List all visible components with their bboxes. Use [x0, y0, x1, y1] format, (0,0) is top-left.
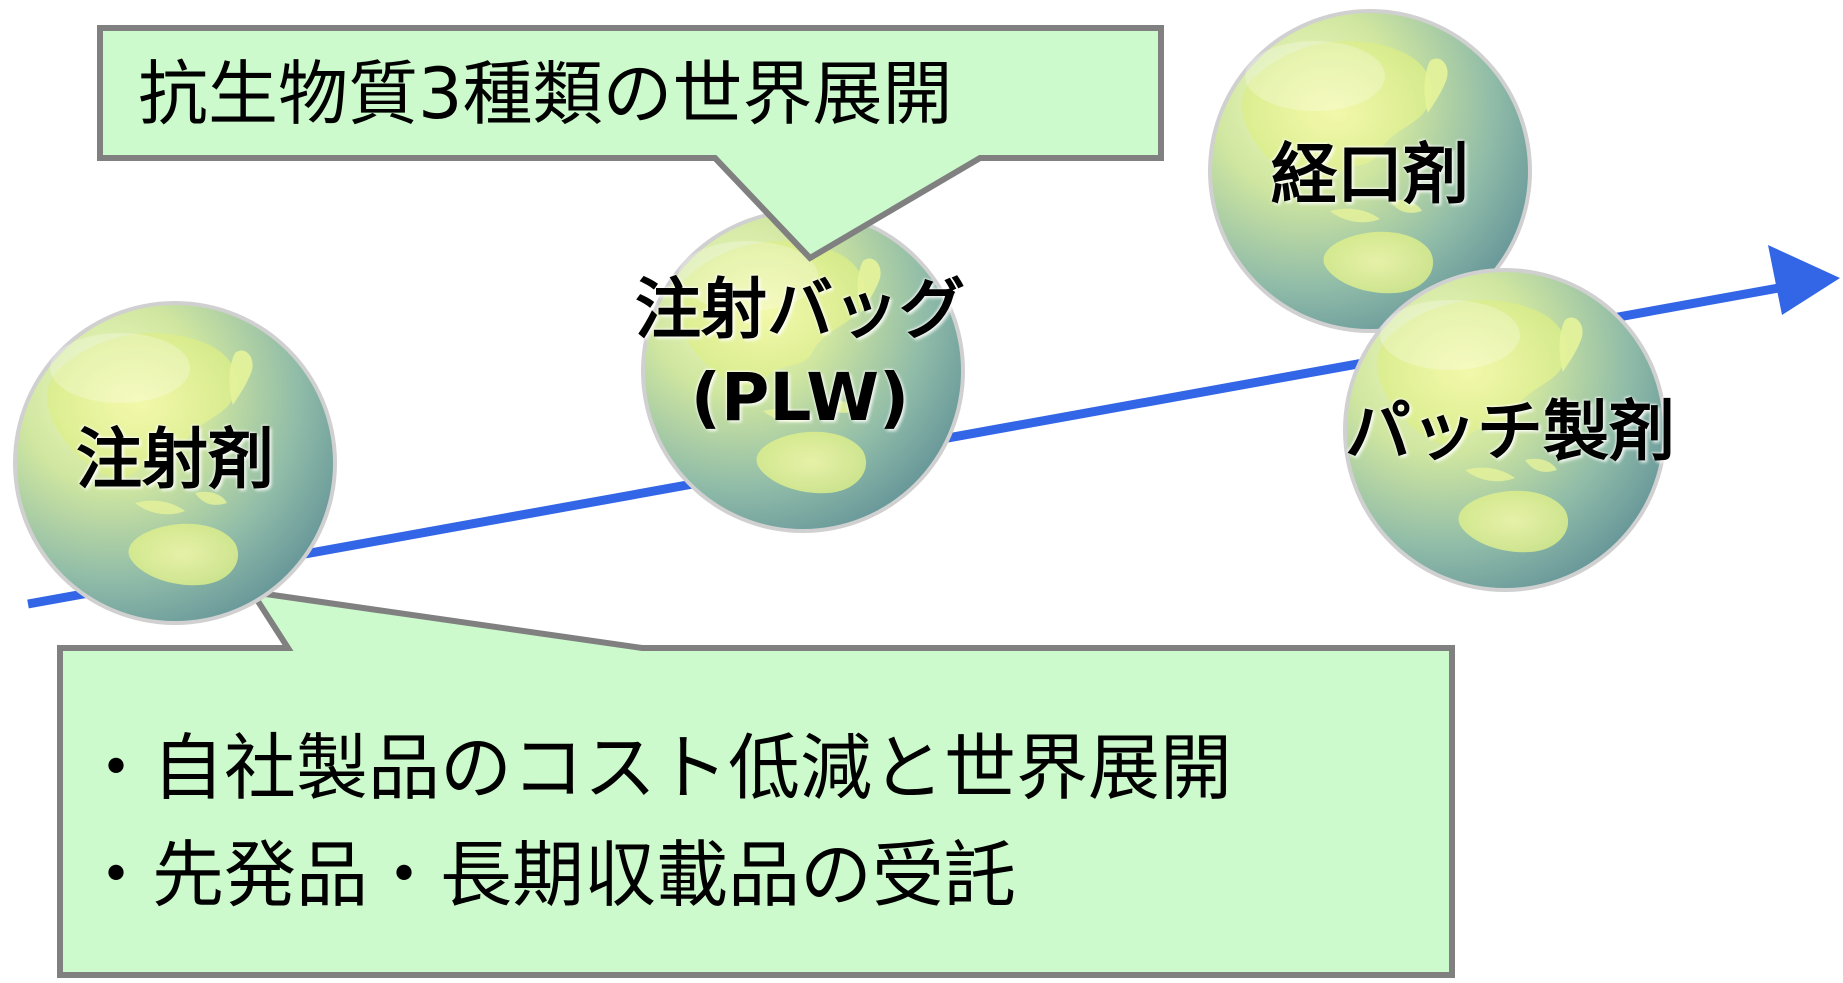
injection-bag-label-line-1: 注射バッグ — [635, 271, 965, 348]
bottom-callout-box — [57, 588, 1455, 978]
bottom-callout-line-2: ・先発品・長期収載品の受託 — [80, 833, 1017, 917]
top-callout-box — [97, 25, 1164, 262]
injection-label: 注射剤 — [76, 421, 274, 498]
injection-bag-label-line-2: (PLW) — [690, 359, 910, 436]
right-arrow-icon — [1768, 245, 1840, 315]
oral-label: 経口剤 — [1271, 136, 1469, 213]
top-callout-text: 抗生物質3種類の世界展開 — [138, 53, 953, 135]
bottom-callout-line-1: ・自社製品のコスト低減と世界展開 — [80, 726, 1233, 810]
patch-label: パッチ製剤 — [1345, 393, 1675, 470]
